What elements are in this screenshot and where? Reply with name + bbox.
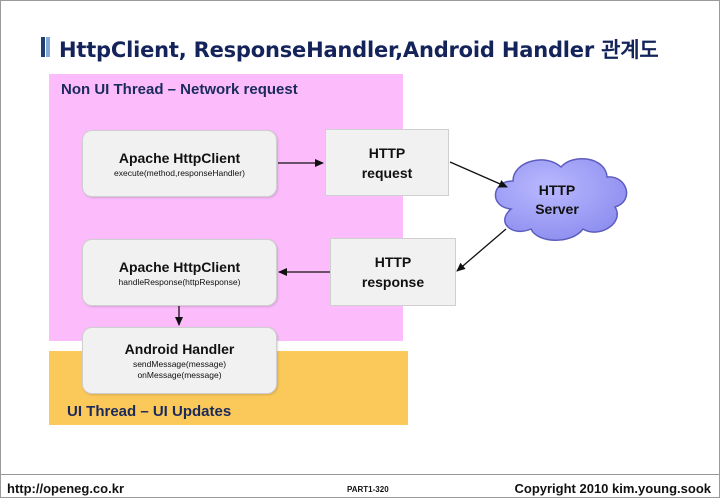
android-handler-name: Android Handler (124, 341, 235, 357)
ui-thread-label: UI Thread – UI Updates (67, 403, 232, 420)
android-handler-method-on: onMessage(message) (137, 370, 222, 380)
footer-copyright: Copyright 2010 kim.young.sook (514, 481, 712, 496)
arrow-server-to-response (456, 228, 507, 272)
http-response-box: HTTP response (330, 238, 456, 306)
arrow-request-to-server (449, 161, 508, 188)
httpclient-execute-name: Apache HttpClient (118, 149, 241, 166)
http-response-line2: response (361, 274, 425, 290)
httpclient-execute-method: execute(method,responseHandler) (114, 167, 245, 178)
http-server-line2: Server (535, 201, 579, 217)
http-request-box: HTTP request (325, 129, 449, 196)
httpclient-handle-box: Apache HttpClient handleResponse(httpRes… (82, 239, 277, 306)
http-response-line1: HTTP (374, 254, 412, 270)
title-accent-bar (41, 37, 50, 57)
footer-url: http://openeg.co.kr (7, 481, 124, 496)
http-request-line2: request (361, 164, 413, 181)
android-handler-method-send: sendMessage(message) (132, 359, 227, 369)
footer-divider (1, 474, 719, 475)
httpclient-handle-name: Apache HttpClient (118, 258, 241, 275)
http-server-cloud (494, 158, 628, 241)
non-ui-thread-label: Non UI Thread – Network request (61, 81, 298, 98)
android-handler-box: Android Handler sendMessage(message) onM… (82, 327, 277, 394)
footer-page-number: PART1-320 (347, 485, 389, 494)
http-request-line1: HTTP (368, 144, 406, 161)
httpclient-execute-box: Apache HttpClient execute(method,respons… (82, 130, 277, 197)
httpclient-handle-method: handleResponse(httpResponse) (118, 276, 241, 287)
http-server-line1: HTTP (538, 182, 576, 198)
http-server-label: HTTP Server (507, 181, 607, 219)
slide-title: HttpClient, ResponseHandler,Android Hand… (59, 38, 659, 62)
